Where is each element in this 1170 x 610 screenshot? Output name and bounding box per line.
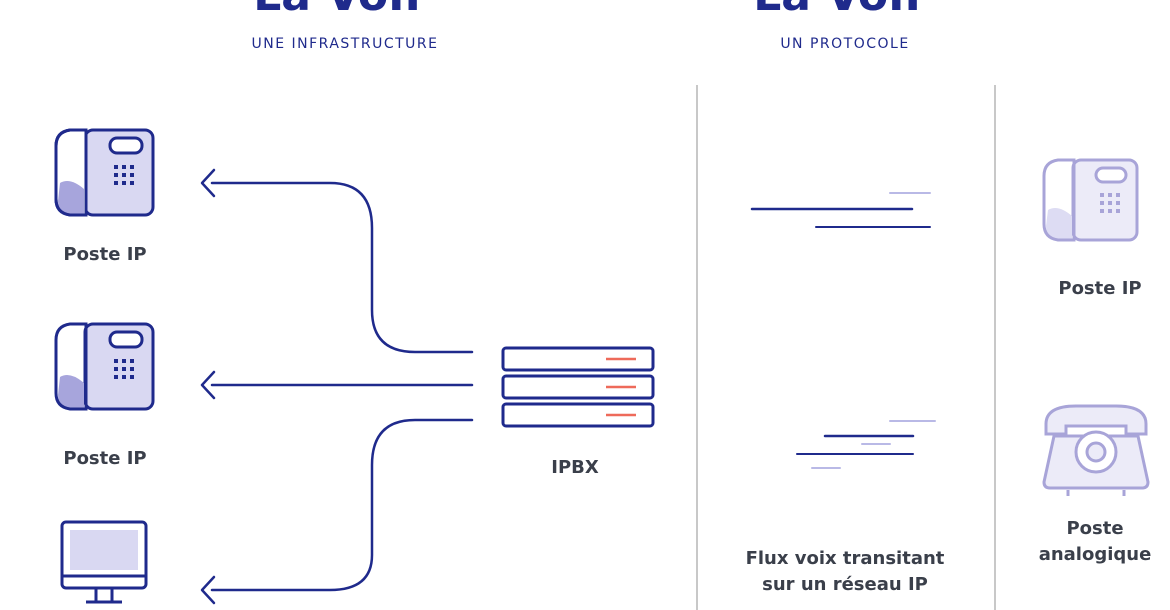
label-flux-line2: sur un réseau IP	[762, 574, 928, 595]
label-analog-line1: Poste	[1066, 518, 1124, 539]
label-analog-line2: analogique	[1038, 544, 1152, 565]
label-poste-ip-2: Poste IP	[63, 448, 147, 469]
title-infrastructure: La VoIP	[220, 0, 470, 22]
label-poste-ip-right: Poste IP	[1058, 278, 1142, 299]
arrow-head-icon	[200, 168, 216, 198]
rotary-phone-icon	[1042, 404, 1150, 496]
subtitle-infrastructure: UNE INFRASTRUCTURE	[251, 36, 439, 52]
computer-icon	[60, 520, 148, 604]
arrow-head-icon	[200, 370, 216, 400]
desk-phone-icon	[54, 128, 155, 217]
connector-top	[210, 181, 474, 354]
desk-phone-icon	[54, 322, 155, 411]
arrow-head-icon	[200, 575, 216, 605]
label-ipbx: IPBX	[551, 457, 599, 478]
title-protocole: La VoIP	[720, 0, 970, 22]
connector-lines	[200, 168, 474, 605]
connector-bottom	[210, 418, 474, 592]
label-flux-line1: Flux voix transitant	[745, 548, 945, 569]
server-icon	[501, 346, 655, 428]
desk-phone-icon	[1042, 158, 1139, 242]
subtitle-protocole: UN PROTOCOLE	[780, 36, 910, 52]
label-poste-ip-1: Poste IP	[63, 244, 147, 265]
voice-flow-lines-bottom	[796, 420, 936, 469]
voice-flow-lines-top	[750, 192, 931, 228]
